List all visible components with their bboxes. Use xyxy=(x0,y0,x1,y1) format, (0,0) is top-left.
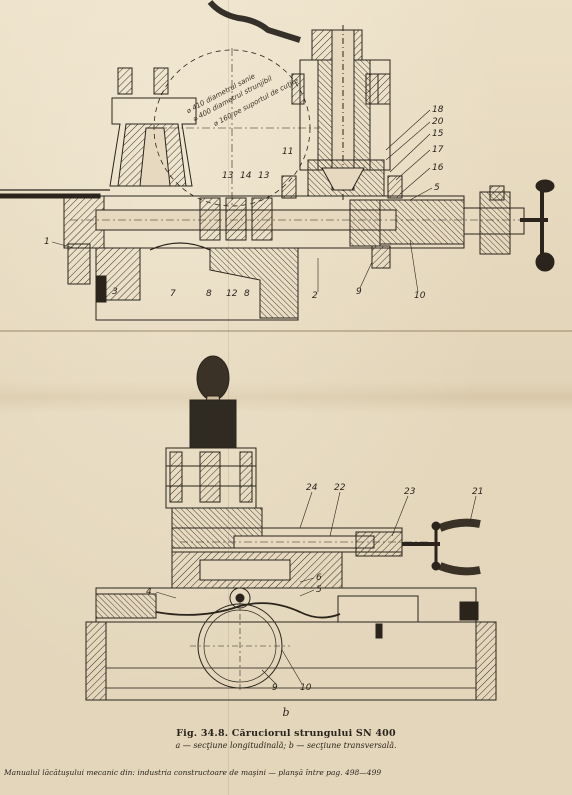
toolpost-clamp xyxy=(189,399,237,449)
callout-5b: 5 xyxy=(316,585,322,595)
cross-handle-grip-top xyxy=(438,518,481,532)
paper-fold xyxy=(0,330,572,332)
cross-handle-grip-bottom xyxy=(438,562,481,576)
left-clamp xyxy=(67,243,91,285)
callout-20: 20 xyxy=(432,117,444,127)
page-footer: Manualul lăcătuşului mecanic din: indust… xyxy=(4,768,382,777)
callout-14: 14 xyxy=(240,171,252,181)
callout-22: 22 xyxy=(334,483,346,493)
callout-6: 6 xyxy=(316,573,322,583)
tool-post-support xyxy=(109,97,197,187)
callout-21: 21 xyxy=(472,487,483,497)
callout-4: 4 xyxy=(146,587,152,597)
callout-3: 3 xyxy=(112,287,118,297)
diagram-a-longitudinal xyxy=(0,0,555,321)
shaft-gears xyxy=(199,175,505,247)
callout-9: 9 xyxy=(356,287,362,297)
figure-caption-subtitle: a — secţiune longitudinală; b — secţiune… xyxy=(175,741,397,750)
toolpost-lever-ball xyxy=(196,355,230,401)
callout-13a: 13 xyxy=(222,171,234,181)
callout-2: 2 xyxy=(312,291,318,301)
pinion-gear xyxy=(229,587,251,609)
callout-10: 10 xyxy=(414,291,426,301)
callout-12: 12 xyxy=(226,289,238,299)
diagram-b-callouts: 24 22 23 21 4 6 5 9 10 xyxy=(146,483,483,693)
handwheel-hub xyxy=(479,191,511,255)
handwheel-knob-top xyxy=(535,179,555,193)
diagram-a-annotations: ⌀ 410 diametrul sanie ⌀ 400 diametrul st… xyxy=(185,72,300,128)
callout-1: 1 xyxy=(44,237,50,247)
callout-23: 23 xyxy=(404,487,416,497)
callout-24: 24 xyxy=(306,483,318,493)
bolts-top xyxy=(117,67,391,105)
callout-16: 16 xyxy=(432,163,444,173)
lead-screw xyxy=(0,193,101,199)
right-gib-pocket xyxy=(337,595,419,623)
callout-15: 15 xyxy=(432,129,444,139)
callout-10b: 10 xyxy=(300,683,312,693)
top-crank-handle xyxy=(207,0,301,43)
callout-7: 7 xyxy=(170,289,176,299)
callout-8a: 8 xyxy=(206,289,212,299)
callout-18: 18 xyxy=(432,105,444,115)
diagram-b-transverse xyxy=(85,355,497,701)
callout-8b: 8 xyxy=(244,289,250,299)
handwheel-knob-bottom xyxy=(535,252,555,272)
callout-11: 11 xyxy=(282,147,293,157)
callout-5: 5 xyxy=(434,183,440,193)
paper-fold-vertical xyxy=(228,0,229,795)
figure-caption-title: Fig. 34.8. Căruciorul strungului SN 400 xyxy=(176,728,396,739)
callout-17: 17 xyxy=(432,145,444,155)
callout-13b: 13 xyxy=(258,171,270,181)
diagram-a-callouts: 1 2 3 7 8 12 8 9 10 13 14 13 18 20 15 17… xyxy=(44,105,444,301)
panel-b-label: b xyxy=(282,706,290,719)
callout-9b: 9 xyxy=(272,683,278,693)
